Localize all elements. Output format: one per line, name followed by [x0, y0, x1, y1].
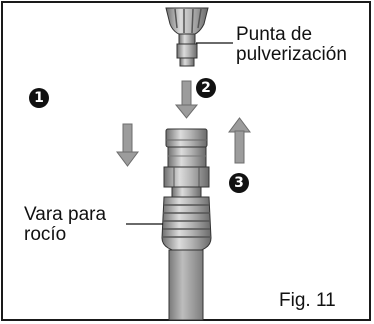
arrow-down-left: [116, 123, 139, 167]
arrow-up-right: [228, 117, 251, 164]
spray-tip-label: Punta de pulverización: [236, 25, 347, 65]
spray-tip-label-line1: Punta de: [236, 24, 313, 45]
spray-tip-label-line2: pulverización: [236, 44, 347, 65]
spray-wand: [161, 128, 212, 321]
spray-wand-label-line2: rocío: [24, 224, 67, 245]
spray-wand-label-line1: Vara para: [24, 204, 107, 225]
step-3-badge: 3: [229, 173, 249, 193]
step-1-badge: 1: [29, 88, 49, 108]
step-2-badge: 2: [196, 78, 216, 98]
arrow-down-center: [174, 80, 199, 119]
spray-wand-label: Vara para rocío: [24, 205, 106, 245]
spray-tip: [165, 7, 209, 67]
figure-caption: Fig. 11: [279, 290, 336, 311]
